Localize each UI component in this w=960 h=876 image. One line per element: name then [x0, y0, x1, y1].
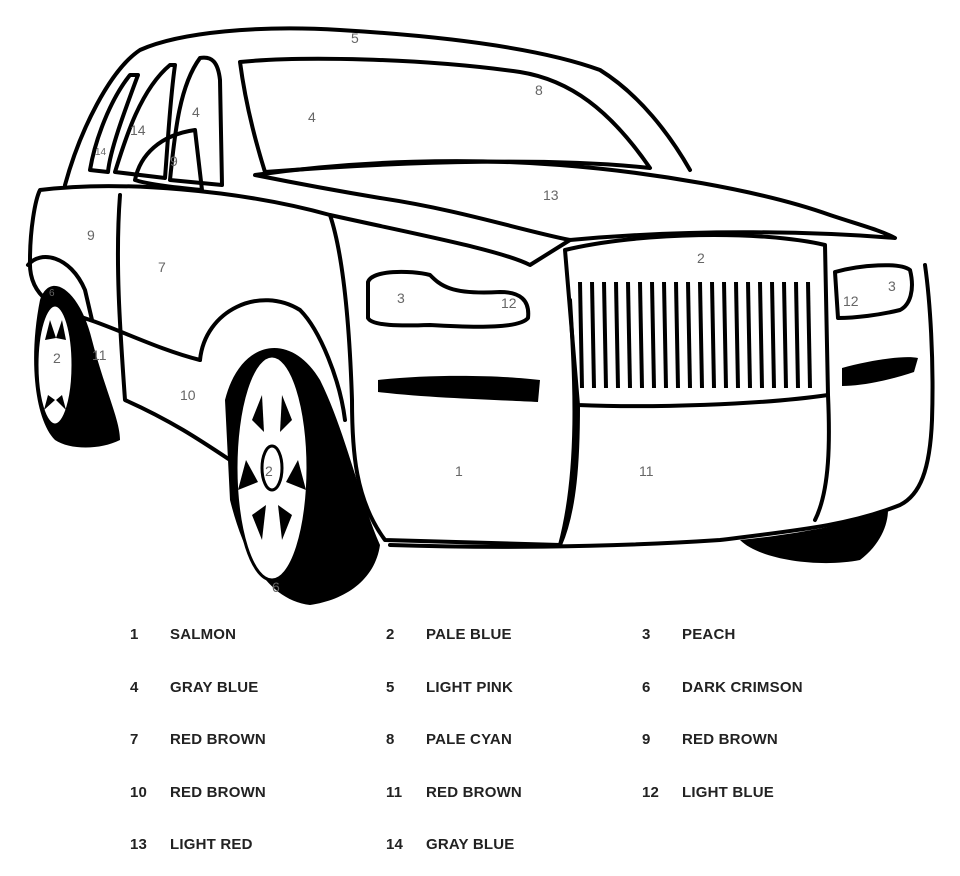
- region-number: 4: [192, 104, 200, 120]
- region-number: 5: [351, 30, 359, 46]
- region-number: 8: [535, 82, 543, 98]
- legend-item: 7 RED BROWN: [130, 724, 266, 754]
- region-number: 4: [308, 109, 316, 125]
- legend-color: PALE BLUE: [426, 625, 512, 643]
- side-mirror: [133, 128, 204, 192]
- front-bumper: [388, 263, 935, 549]
- rear-rim-spokes: [44, 320, 66, 410]
- legend-item: 11 RED BROWN: [386, 777, 522, 807]
- legend-number: 9: [642, 730, 651, 748]
- legend-color: DARK CRIMSON: [682, 678, 803, 696]
- legend-number: 1: [130, 625, 139, 643]
- legend-item: 3 PEACH: [642, 619, 736, 649]
- legend-number: 14: [386, 835, 404, 853]
- legend-item: 10 RED BROWN: [130, 777, 266, 807]
- fog-light-left: [378, 375, 540, 402]
- legend-item: 14 GRAY BLUE: [386, 829, 515, 859]
- grille-slats: [578, 281, 812, 389]
- legend-number: 11: [386, 783, 403, 801]
- region-number: 14: [95, 147, 107, 158]
- legend-number: 3: [642, 625, 651, 643]
- region-number: 12: [501, 295, 517, 311]
- legend-item: 2 PALE BLUE: [386, 619, 512, 649]
- legend-item: 9 RED BROWN: [642, 724, 778, 754]
- front-hub: [260, 444, 284, 492]
- hood-outline: [253, 159, 897, 242]
- legend-number: 5: [386, 678, 395, 696]
- legend-color: PEACH: [682, 625, 736, 643]
- legend-number: 10: [130, 783, 148, 801]
- region-number: 2: [697, 250, 705, 266]
- headlight-right: [833, 263, 914, 320]
- legend-item: 13 LIGHT RED: [130, 829, 253, 859]
- legend-color: RED BROWN: [426, 783, 522, 801]
- region-number: 12: [843, 293, 859, 309]
- region-number: 1: [455, 463, 463, 479]
- front-rim-spokes: [238, 395, 306, 540]
- legend-color: RED BROWN: [170, 730, 266, 748]
- legend-item: 1 SALMON: [130, 619, 236, 649]
- legend-color: LIGHT RED: [170, 835, 253, 853]
- region-number: 13: [543, 187, 559, 203]
- legend-item: 8 PALE CYAN: [386, 724, 512, 754]
- legend-number: 7: [130, 730, 139, 748]
- headlight-left: [366, 269, 531, 329]
- region-number: 11: [92, 347, 107, 363]
- front-right-tire: [740, 510, 888, 564]
- front-arch: [198, 298, 347, 422]
- region-number: 14: [130, 122, 146, 138]
- legend-color: GRAY BLUE: [170, 678, 259, 696]
- legend-color: LIGHT BLUE: [682, 783, 774, 801]
- legend-color: SALMON: [170, 625, 237, 643]
- region-number: 2: [265, 463, 273, 479]
- region-number: 3: [397, 290, 405, 306]
- side-window-rear: [88, 73, 140, 174]
- windshield-outline: [238, 56, 652, 174]
- region-number: 10: [180, 387, 196, 403]
- fog-light-right: [842, 357, 918, 386]
- region-number: 6: [272, 579, 280, 595]
- region-number: 2: [53, 350, 61, 366]
- legend-number: 8: [386, 730, 395, 748]
- door-line: [115, 193, 232, 462]
- legend-color: LIGHT PINK: [426, 678, 513, 696]
- legend-item: 4 GRAY BLUE: [130, 672, 259, 702]
- legend-item: 5 LIGHT PINK: [386, 672, 513, 702]
- region-numbers: 5 8 4 4 14 14 9 13 9 7 2 3 12 12 3 6 2 1…: [49, 30, 896, 595]
- region-number: 6: [49, 288, 55, 299]
- body-outline: [27, 184, 572, 362]
- legend-number: 12: [642, 783, 660, 801]
- legend-number: 4: [130, 678, 139, 696]
- rear-arch: [26, 255, 94, 322]
- legend-color: PALE CYAN: [426, 730, 512, 748]
- car-coloring-drawing: 5 8 4 4 14 14 9 13 9 7 2 3 12 12 3 6 2 1…: [26, 26, 935, 605]
- region-number: 9: [170, 153, 178, 169]
- legend-number: 2: [386, 625, 395, 643]
- roof-outline: [63, 26, 692, 187]
- legend-item: 6 DARK CRIMSON: [642, 672, 803, 702]
- bumper-divider: [558, 393, 831, 547]
- region-number: 3: [888, 278, 896, 294]
- legend-color: RED BROWN: [170, 783, 266, 801]
- region-number: 11: [639, 463, 654, 479]
- side-window-middle: [113, 63, 177, 180]
- region-number: 7: [158, 259, 166, 275]
- front-fender: [328, 213, 577, 547]
- legend-number: 6: [642, 678, 651, 696]
- region-number: 9: [87, 227, 95, 243]
- legend-color: GRAY BLUE: [426, 835, 515, 853]
- grille-frame: [563, 233, 830, 409]
- legend-number: 13: [130, 835, 148, 853]
- side-window-front: [168, 55, 224, 187]
- legend-item: 12 LIGHT BLUE: [642, 777, 774, 807]
- legend-color: RED BROWN: [682, 730, 778, 748]
